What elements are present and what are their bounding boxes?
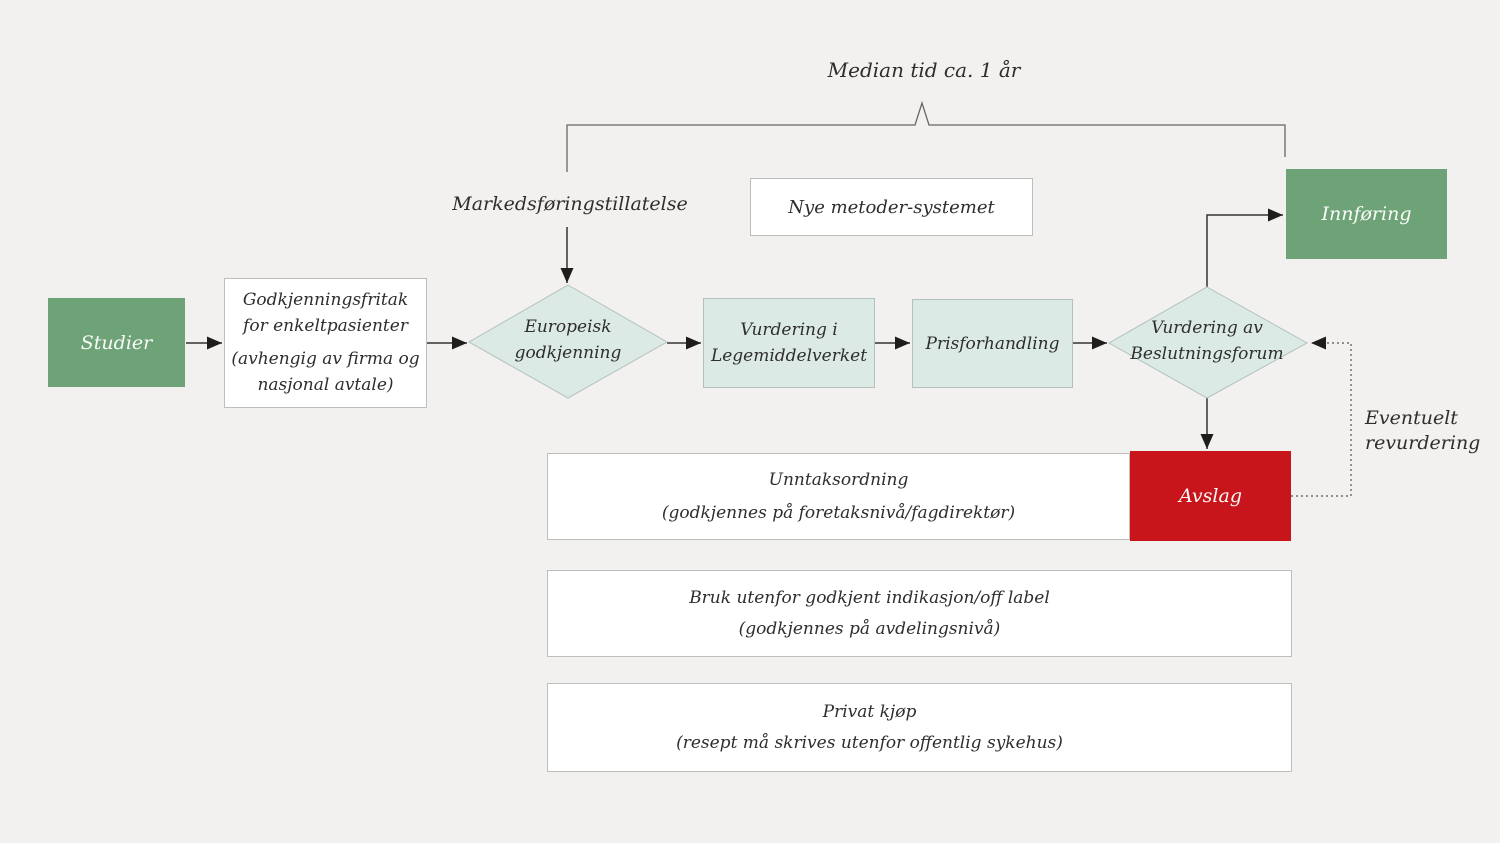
bruk-utenfor-line1: Bruk utenfor godkjent indikasjon/off lab… (689, 587, 1050, 608)
eventuelt-revurdering-line1: Eventuelt (1365, 407, 1458, 429)
privat-kjop-line2: (resept må skrives utenfor offentlig syk… (676, 732, 1063, 753)
node-studier-label: Studier (80, 331, 153, 354)
node-godkjenningsfritak-line1: Godkjenningsfritak for enkeltpasienter (242, 290, 409, 336)
node-avslag-label: Avslag (1178, 485, 1242, 507)
node-vurdering-legemiddelverket: Vurdering i Legemiddelverket (703, 298, 875, 388)
node-innforing-label: Innføring (1321, 203, 1412, 225)
node-vurdering-beslutningsforum-label: Vurdering av Beslutningsforum (1112, 316, 1302, 367)
median-time-bracket (566, 100, 1286, 172)
dotted-revurdering-path (1291, 336, 1352, 497)
unntaksordning-line1: Unntaksordning (768, 470, 909, 491)
unntaksordning-line2: (godkjennes på foretaksnivå/fagdirektør) (661, 502, 1016, 523)
eventuelt-revurdering-line2: revurdering (1365, 431, 1481, 454)
vurdering-lmv-line1: Vurdering i (740, 319, 838, 340)
bruk-utenfor-line2: (godkjennes på avdelingsnivå) (738, 618, 1001, 639)
privat-kjop-line1: Privat kjøp (822, 701, 917, 722)
node-nye-metoder-label: Nye metoder-systemet (788, 196, 995, 218)
node-nye-metoder: Nye metoder-systemet (750, 178, 1033, 236)
node-godkjenningsfritak: Godkjenningsfritak for enkeltpasienter (… (224, 278, 427, 408)
node-europeisk-godkjenning-label: Europeisk godkjenning (478, 315, 658, 366)
node-godkjenningsfritak-line2: (avhengig av firma og nasjonal avtale) (231, 349, 420, 395)
eventuelt-revurdering-label: Eventuelt revurdering (1365, 406, 1480, 455)
node-bruk-utenfor: Bruk utenfor godkjent indikasjon/off lab… (547, 570, 1292, 657)
europeisk-line1: Europeisk (524, 317, 612, 337)
europeisk-line2: godkjenning (514, 342, 622, 363)
node-prisforhandling-label: Prisforhandling (925, 333, 1060, 354)
node-innforing: Innføring (1286, 169, 1447, 259)
node-unntaksordning: Unntaksordning (godkjennes på foretaksni… (547, 453, 1130, 540)
beslutningsforum-line1: Vurdering av (1151, 318, 1263, 338)
node-avslag: Avslag (1130, 451, 1291, 541)
markedsforingstillatelse-label: Markedsføringstillatelse (452, 193, 688, 215)
beslutningsforum-line2: Beslutningsforum (1130, 343, 1284, 364)
node-studier: Studier (48, 298, 185, 387)
arrow-beslutningsforum-to-innforing (1206, 208, 1283, 287)
node-privat-kjop: Privat kjøp (resept må skrives utenfor o… (547, 683, 1292, 772)
vurdering-lmv-line2: Legemiddelverket (710, 346, 868, 366)
median-time-label: Median tid ca. 1 år (827, 58, 1021, 82)
beslutningsforum-diamond (1107, 286, 1309, 399)
europeisk-godkjenning-diamond (467, 284, 669, 399)
node-prisforhandling: Prisforhandling (912, 299, 1073, 388)
